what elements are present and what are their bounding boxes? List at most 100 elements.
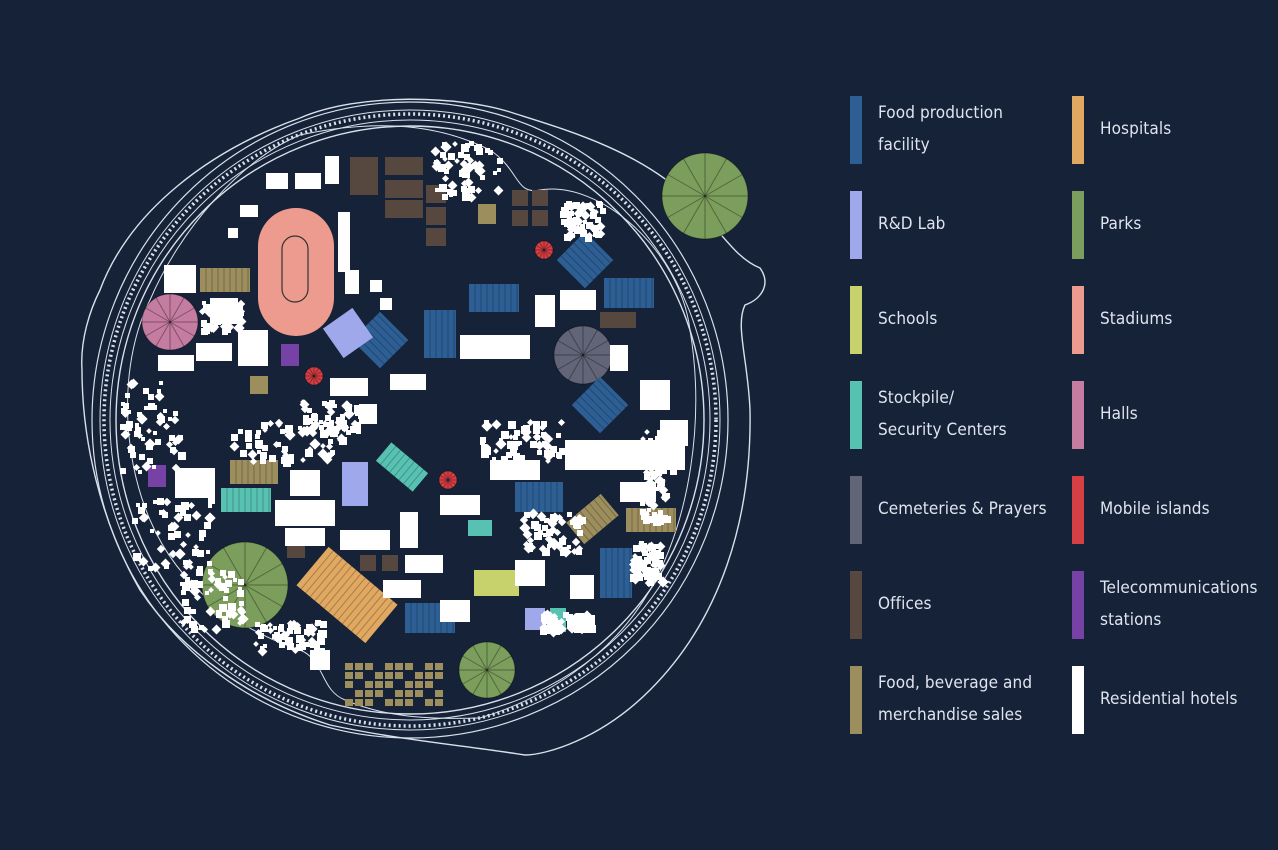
residential-hotel [652, 560, 657, 565]
residential-hotel [493, 185, 504, 196]
residential-hotel [171, 438, 180, 447]
wheel-spoke [557, 354, 584, 370]
residential-hotel [320, 443, 326, 449]
residential-hotel [585, 235, 592, 242]
residential-hotel [205, 323, 210, 328]
residential-hotel [556, 433, 561, 438]
sales [365, 681, 373, 688]
wheel-spoke [543, 249, 553, 255]
sales [435, 690, 443, 697]
residential-hotel [272, 634, 277, 639]
residential-hotel [189, 622, 195, 628]
residential-hotel [550, 514, 554, 518]
residential-hotel [483, 447, 491, 455]
wheel-spoke [667, 195, 706, 218]
wheel-spoke [309, 375, 315, 385]
building-stripe [380, 445, 397, 465]
wheel-spoke [568, 329, 584, 356]
residential-hotel [162, 497, 172, 507]
residential-hotel [469, 141, 474, 146]
sales [355, 699, 363, 706]
outer-ring [91, 101, 729, 739]
residential-hotel [182, 583, 190, 591]
residential-hotel [354, 405, 360, 411]
residential-hotel [272, 440, 281, 449]
residential-hotel [405, 555, 443, 573]
legend-item: Offices [850, 569, 1072, 639]
residential-hotel [508, 434, 514, 440]
residential-hotel [261, 625, 268, 632]
residential-hotel [196, 569, 203, 576]
residential-hotel [542, 441, 547, 446]
wheel-spoke [704, 158, 727, 197]
residential-hotel [181, 590, 186, 595]
residential-hotel [203, 304, 210, 311]
residential-hotel [182, 562, 191, 571]
residential-hotel [567, 623, 573, 629]
sales [355, 663, 363, 670]
residential-hotel [528, 508, 539, 519]
residential-hotel [655, 514, 661, 520]
building-stripe [305, 554, 339, 594]
residential-hotel [572, 218, 579, 225]
building-stripe [592, 383, 622, 413]
residential-hotel [222, 620, 230, 628]
residential-hotel [356, 429, 361, 434]
sales [385, 672, 393, 679]
residential-hotel [120, 468, 126, 474]
residential-hotel [576, 549, 582, 555]
residential-hotel [126, 443, 136, 453]
residential-hotel [635, 556, 642, 563]
residential-hotel [574, 522, 581, 529]
wheel-spoke [472, 669, 488, 695]
residential-hotel [317, 448, 329, 460]
sales [375, 672, 383, 679]
residential-hotel [310, 421, 320, 431]
residential-hotel [155, 530, 161, 536]
sales [365, 699, 373, 706]
sales [415, 690, 423, 697]
residential-hotel [566, 614, 573, 621]
wheel-spoke [543, 249, 549, 259]
residential-hotel [181, 502, 189, 510]
residential-hotel [579, 623, 583, 627]
residential-hotel [208, 504, 212, 508]
residential-hotel [346, 430, 351, 435]
residential-hotel [296, 644, 303, 651]
building-stripe [323, 569, 357, 609]
residential-hotel [355, 411, 360, 416]
mobile-island [438, 470, 458, 490]
residential-hotel [580, 227, 585, 232]
residential-hotel [638, 541, 644, 547]
residential-hotel [577, 625, 587, 635]
building-stripe [342, 585, 375, 625]
office [382, 555, 398, 571]
residential-hotel [278, 626, 284, 632]
legend-swatch [850, 191, 862, 259]
wheel-spoke [683, 195, 706, 234]
mobile-island [304, 366, 324, 386]
residential-hotel [533, 427, 540, 434]
residential-hotel [652, 438, 663, 449]
legend-item: Telecommunications stations [1072, 569, 1260, 639]
residential-hotel [339, 422, 350, 433]
residential-hotel [522, 529, 533, 540]
residential-hotel [576, 615, 585, 624]
residential-hotel [567, 545, 571, 549]
residential-hotel [132, 518, 138, 524]
residential-hotel [629, 564, 641, 576]
residential-hotel [662, 435, 670, 443]
residential-hotel [208, 587, 214, 593]
residential-hotel [311, 414, 318, 421]
legend-label: Hospitals [1100, 119, 1172, 139]
residential-hotel [313, 641, 320, 648]
legend-item: Residential hotels [1072, 664, 1260, 734]
residential-hotel [527, 543, 533, 549]
residential-hotel [653, 550, 664, 561]
residential-hotel [182, 599, 189, 606]
sales [425, 672, 433, 679]
stockpile [221, 488, 271, 512]
wheel-spoke [145, 321, 171, 337]
residential-hotel [275, 500, 335, 526]
office [532, 190, 548, 206]
